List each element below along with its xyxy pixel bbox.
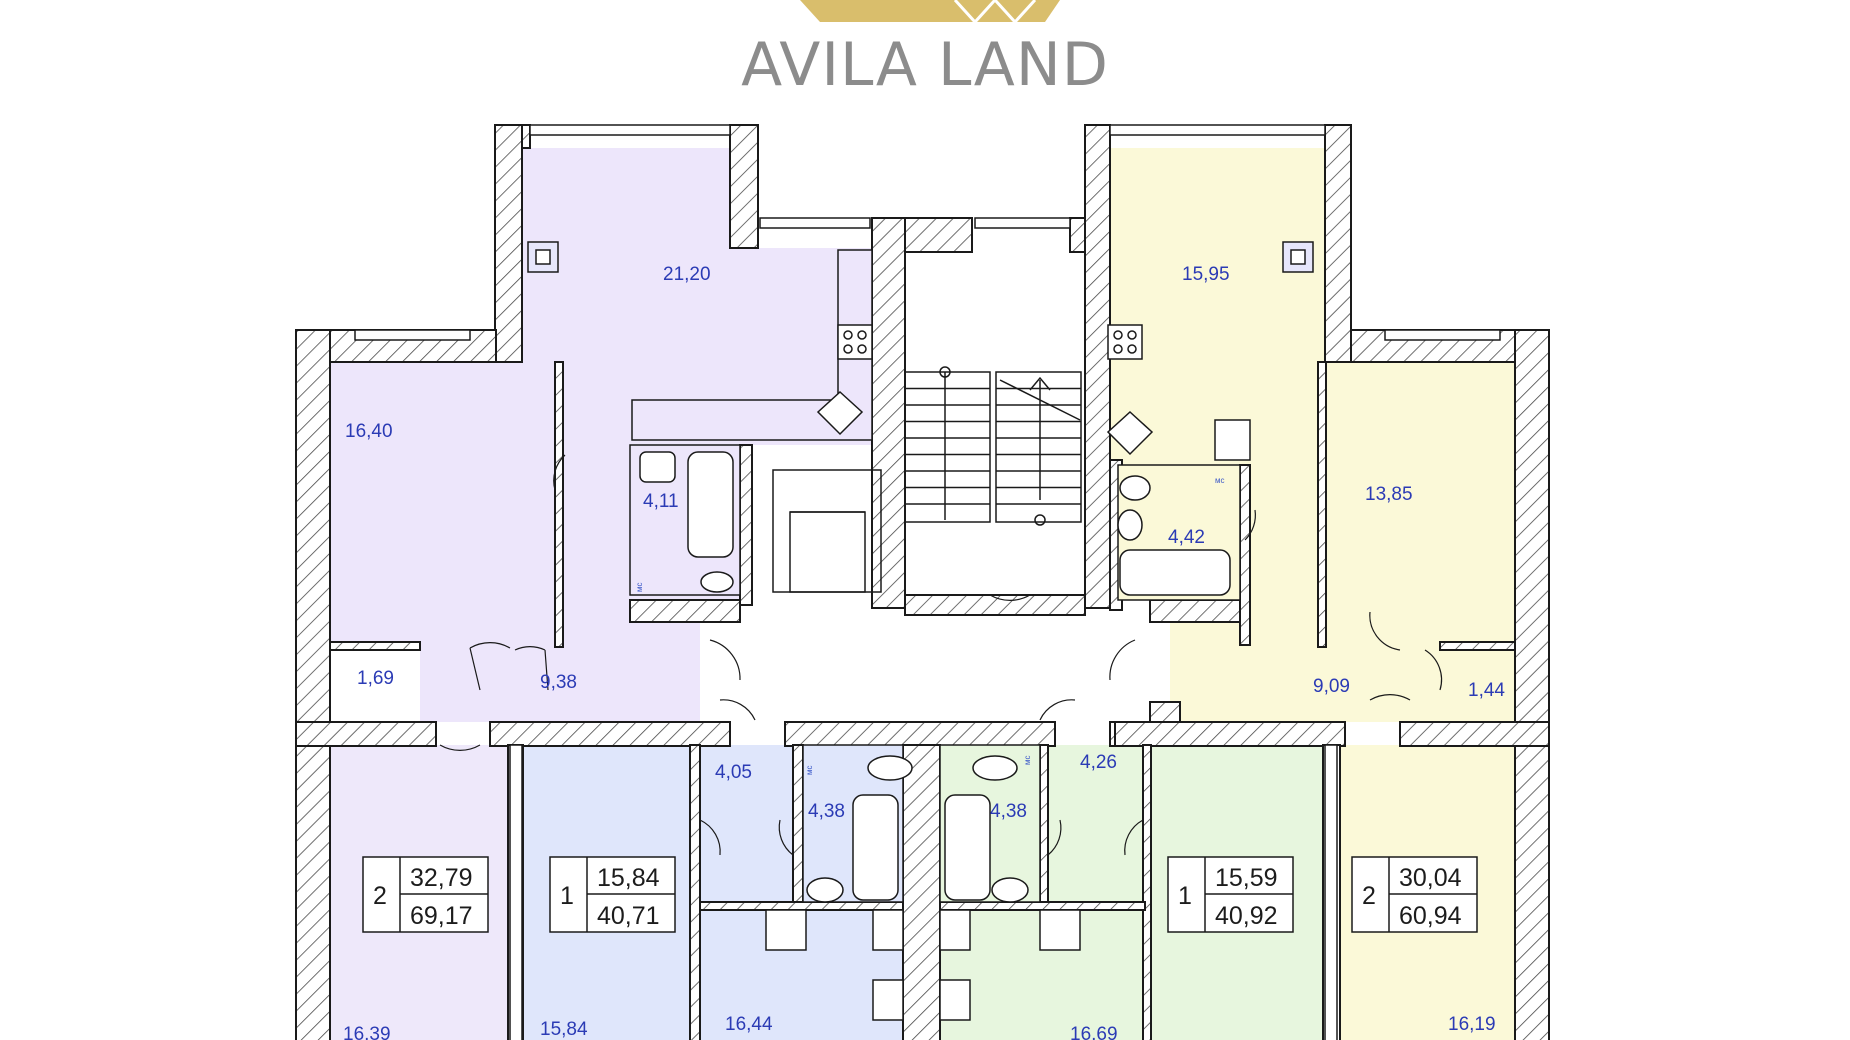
- area-label-kitchen: 16,69: [1070, 1024, 1118, 1040]
- elevator: [772, 469, 882, 593]
- area-label-bedroom: 16,40: [345, 421, 393, 442]
- logo-mark: [800, 0, 1060, 25]
- area-label-bathroom: 4,42: [1168, 527, 1205, 548]
- room-area-labels: 21,20 16,40 4,11 1,69 9,38 15,95 13,85 4…: [343, 264, 1505, 1040]
- brand-name: AVILA LAND: [741, 30, 1109, 100]
- apartment-room-count: 1: [560, 882, 574, 910]
- area-label-kitchen: 16,44: [725, 1014, 773, 1035]
- area-label-kitchen: 15,95: [1182, 264, 1230, 285]
- area-label-bathroom: 4,38: [990, 801, 1027, 822]
- apartment-room-count: 2: [373, 882, 387, 910]
- apartment-living-area: 32,79: [410, 864, 473, 892]
- apartment-room-count: 2: [1362, 882, 1376, 910]
- area-label-hall: 9,38: [540, 672, 577, 693]
- area-label-room: 16,19: [1448, 1014, 1496, 1035]
- apartment-total-area: 40,71: [597, 902, 660, 930]
- area-label-hall: 9,09: [1313, 676, 1350, 697]
- wc-label: мс: [635, 583, 644, 593]
- area-label-balcony: 1,44: [1468, 680, 1505, 701]
- apartment-total-area: 40,92: [1215, 902, 1278, 930]
- apartment-room-count: 1: [1178, 882, 1192, 910]
- wc-labels: мс мс мс мс: [635, 476, 1225, 775]
- apartment-living-area: 15,59: [1215, 864, 1278, 892]
- area-label-bedroom: 13,85: [1365, 484, 1413, 505]
- area-label-hall: 4,05: [715, 762, 752, 783]
- windows: [354, 124, 1501, 1040]
- doors: [439, 454, 1443, 856]
- staircase: [904, 366, 1082, 526]
- apartment-total-area: 60,94: [1399, 902, 1462, 930]
- area-label-bathroom: 4,11: [643, 491, 679, 512]
- apartment-summary-box: 1 15,84 40,71: [549, 856, 676, 933]
- apartment-total-area: 69,17: [410, 902, 473, 930]
- apartment-summary-box: 2 30,04 60,94: [1351, 856, 1478, 933]
- apartment-summary-box: 2 32,79 69,17: [362, 856, 489, 933]
- area-label-bathroom: 4,38: [808, 801, 845, 822]
- apartment-living-area: 15,84: [597, 864, 660, 892]
- wc-label: мс: [1023, 756, 1032, 766]
- wc-label: мс: [1215, 476, 1225, 485]
- apartment-living-area: 30,04: [1399, 864, 1462, 892]
- apartment-summaries: 2 32,79 69,17 1 15,84 40,71 1 15,59 40,92 2 30,04 6…: [362, 856, 1478, 933]
- area-label-room: 16,39: [343, 1024, 391, 1040]
- area-label-kitchen: 21,20: [663, 264, 711, 285]
- wc-label: мс: [805, 766, 814, 776]
- area-label-balcony: 1,69: [357, 668, 394, 689]
- apartment-summary-box: 1 15,59 40,92: [1167, 856, 1294, 933]
- area-label-hall: 4,26: [1080, 752, 1117, 773]
- area-label-room: 15,84: [540, 1019, 588, 1040]
- fixtures: [527, 241, 1314, 1021]
